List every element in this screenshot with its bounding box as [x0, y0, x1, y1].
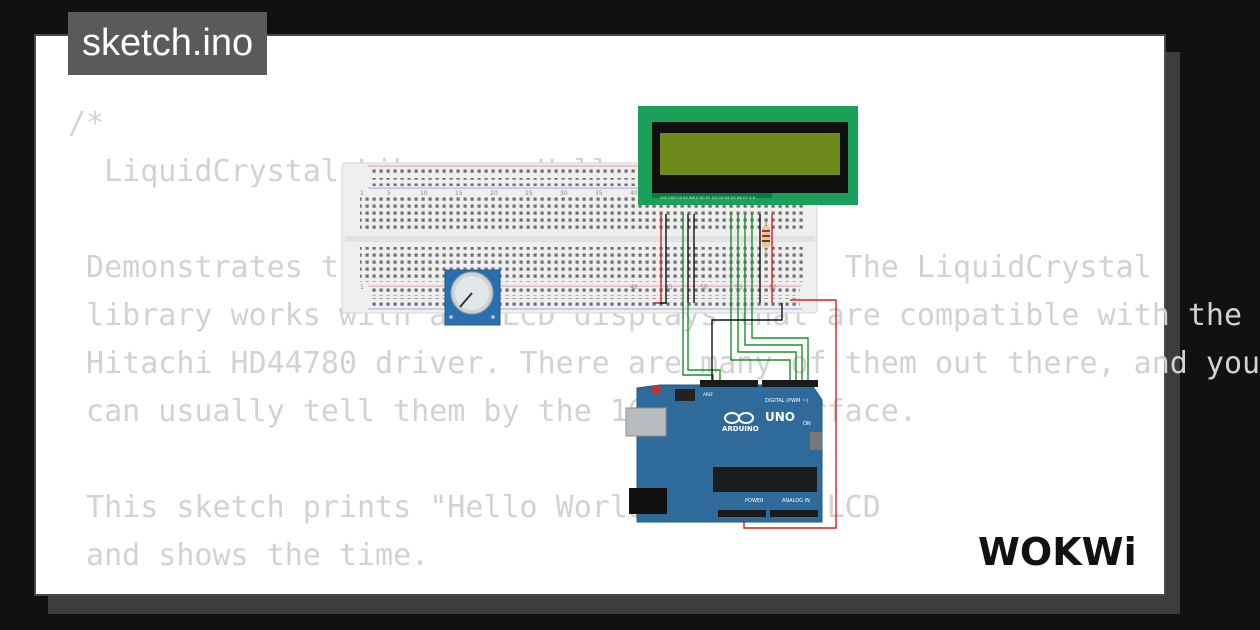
arduino-infinity-logo: [724, 412, 754, 424]
bb-col-label: 40: [630, 284, 638, 291]
bb-col-label: 10: [420, 190, 428, 197]
lcd-display[interactable]: VSS VDD V0 RS RW E D0 D1 D2 D3 D4 D5 D6 …: [638, 106, 858, 205]
wokwi-logo-text: WOKWi: [978, 530, 1137, 574]
on-led-label: ON: [803, 421, 811, 427]
bb-col-label: 40: [630, 190, 638, 197]
bb-col-label: 35: [595, 190, 603, 197]
analog-header-label: ANALOG IN: [782, 498, 810, 504]
bb-col-label: 60: [769, 284, 777, 291]
aref-label: AREF: [703, 392, 714, 397]
arduino-uno-board[interactable]: ARDUINO UNO DIGITAL (PWM ~) POWER ANALOG…: [625, 380, 823, 523]
bb-col-label: 5: [387, 190, 391, 197]
bb-col-label: 15: [455, 190, 463, 197]
bb-col-label: 1: [360, 190, 364, 197]
wokwi-logo: WOKWi: [978, 530, 1137, 574]
code-line: Hitachi HD44780 driver. There are many o…: [68, 346, 1260, 381]
arduino-brand-label: ARDUINO: [722, 425, 759, 433]
filename-tab[interactable]: sketch.ino: [68, 12, 268, 75]
code-line: /*: [68, 106, 105, 141]
bb-col-label: 25: [525, 190, 533, 197]
power-header-label: POWER: [745, 498, 764, 504]
circuit-diagram: 1 5 10 15 20 25 30 35 40 1 40 45 50 55 6…: [341, 106, 858, 529]
digital-header-label: DIGITAL (PWM ~): [765, 398, 808, 404]
bb-col-label: 45: [665, 284, 673, 291]
resistor[interactable]: [762, 218, 770, 258]
wires: [653, 214, 837, 529]
potentiometer[interactable]: [444, 269, 501, 326]
lcd-pin-labels: VSS VDD V0 RS RW E D0 D1 D2 D3 D4 D5 D6 …: [660, 196, 756, 200]
arduino-model-label: UNO: [765, 410, 795, 424]
bb-col-label: 1: [360, 284, 364, 291]
preview-card: [34, 34, 1166, 596]
code-line: and shows the time.: [68, 538, 430, 573]
bb-col-label: 50: [700, 284, 708, 291]
bb-col-label: 20: [490, 190, 498, 197]
bb-col-label: 55: [735, 284, 743, 291]
bb-col-label: 30: [560, 190, 568, 197]
